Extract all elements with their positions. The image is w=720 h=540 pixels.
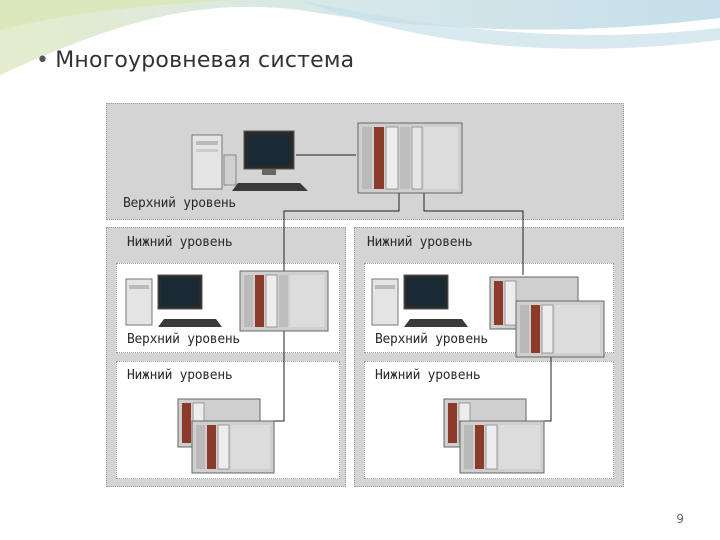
top-level-label: Верхний уровень [123,196,236,211]
left-lower-label: Нижний уровень [127,368,233,383]
left-upper-label: Верхний уровень [127,332,240,347]
right-branch-label: Нижний уровень [367,235,473,250]
controller-rack-icon [239,270,329,332]
title-text: Многоуровневая система [55,48,355,73]
multilevel-system-diagram: Верхний уровень Нижний уровень Верхний у… [106,103,624,487]
controller-rack-icon [177,398,275,474]
slide-title: •Многоуровневая система [36,48,354,73]
left-branch-label: Нижний уровень [127,235,233,250]
controller-rack-icon [443,398,545,474]
workstation-icon [371,274,468,327]
workstation-icon [191,130,308,191]
right-lower-label: Нижний уровень [375,368,481,383]
workstation-icon [125,274,222,327]
controller-rack-icon [357,122,463,194]
right-upper-label: Верхний уровень [375,332,488,347]
controller-rack-icon [489,276,605,358]
header-decoration [0,0,720,75]
title-bullet: • [36,48,50,73]
page-number: 9 [676,512,684,526]
